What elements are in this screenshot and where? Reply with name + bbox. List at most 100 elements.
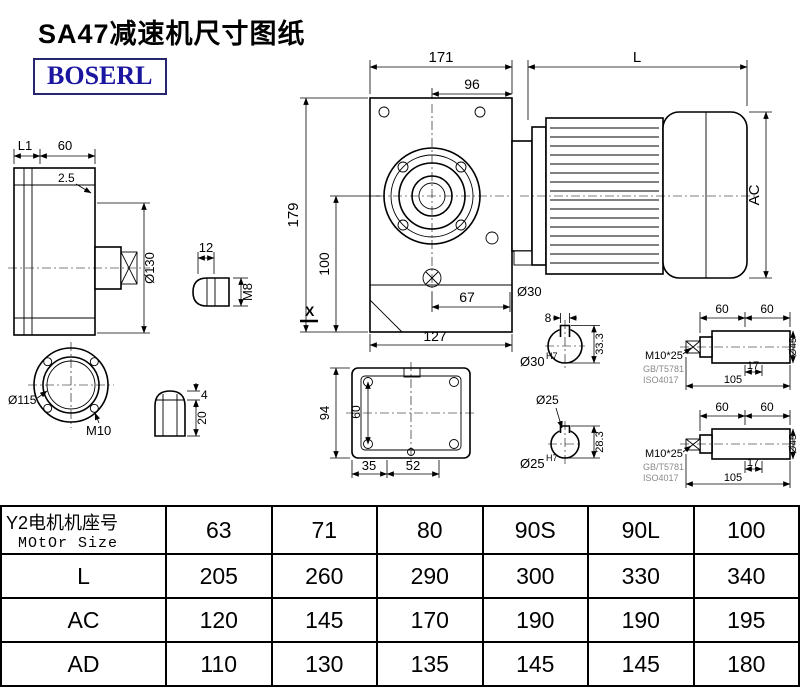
L-value: 205 (165, 553, 273, 599)
dim-127: 127 (423, 328, 447, 344)
dim-60-bottom: 60 (349, 405, 363, 419)
dim-diameter-45-lower: Ø45 (788, 434, 799, 453)
dim-105-lower: 105 (724, 472, 742, 484)
gearbox-side-view (8, 167, 150, 336)
dim-94: 94 (317, 406, 332, 420)
size-90L: 90L (587, 505, 695, 555)
dim-52: 52 (406, 458, 420, 473)
dim-diameter-115: Ø115 (8, 393, 37, 407)
table-row-AD: AD 110 130 135 145 145 180 (0, 641, 800, 687)
dim-100: 100 (316, 252, 332, 276)
shaft-25-label: Ø25 (536, 393, 559, 407)
L-value: 260 (270, 553, 378, 599)
AC-value: 145 (270, 597, 378, 643)
size-71: 71 (270, 505, 378, 555)
shaft-detail-lower: 60 60 M10*25 GB/T5781 ISO4017 17 105 Ø45 (643, 400, 799, 488)
dim-M10: M10 (86, 423, 111, 438)
size-90S: 90S (481, 505, 589, 555)
standard-iso-lower: ISO4017 (643, 473, 679, 483)
dim-60-side: 60 (58, 138, 72, 153)
dim-L1: L1 (18, 138, 32, 153)
dim-171: 171 (428, 49, 453, 66)
motor-size-label-cn: Y2电机机座号 (6, 512, 119, 533)
dim-67: 67 (459, 289, 475, 305)
bore-30-tolerance: H7 (546, 351, 558, 361)
AD-value: 110 (165, 641, 273, 687)
L-value: 290 (376, 553, 484, 599)
dim-17: 17 (747, 360, 759, 372)
hollow-shaft-25-section: Ø25 28.3 Ø25 H7 (520, 393, 606, 471)
dim-179: 179 (285, 202, 302, 227)
dim-8: 8 (545, 311, 552, 325)
dim-105: 105 (724, 374, 742, 386)
dim-60-c: 60 (715, 400, 729, 414)
dim-17-lower: 17 (747, 457, 759, 469)
motor-cooling-fins (550, 127, 659, 264)
dim-12: 12 (199, 240, 213, 255)
dim-96: 96 (464, 76, 480, 92)
row-label-AD: AD (0, 641, 167, 687)
shaft-detail-upper: 60 60 M10*25 GB/T5781 ISO4017 17 105 Ø45 (643, 302, 799, 390)
size-80: 80 (376, 505, 484, 555)
dim-4: 4 (201, 388, 208, 402)
dim-diameter-130: Ø130 (142, 252, 157, 284)
size-63: 63 (165, 505, 273, 555)
standard-gb: GB/T5781 (643, 364, 684, 374)
AD-value: 180 (692, 641, 800, 687)
motor-dimension-table: Y2电机机座号 MOtOr Size 63 71 80 90S 90L 100 … (0, 505, 800, 687)
row-label-AC: AC (0, 597, 167, 643)
page-title: SA47减速机尺寸图纸 (38, 19, 306, 49)
L-value: 300 (481, 553, 589, 599)
table-row-sizes: Y2电机机座号 MOtOr Size 63 71 80 90S 90L 100 (0, 505, 800, 555)
key-detail: 12 M8 (192, 240, 255, 307)
AC-value: 195 (692, 597, 800, 643)
L-value: 340 (692, 553, 800, 599)
output-flange-view: Ø115 M10 (8, 342, 114, 438)
dim-60-b: 60 (760, 302, 774, 316)
bottom-view-dimensions: 94 60 35 52 (317, 367, 440, 478)
AC-value: 120 (165, 597, 273, 643)
dim-AC: AC (746, 184, 763, 205)
motor-side-view (485, 111, 756, 279)
AC-value: 190 (481, 597, 589, 643)
dim-2_5: 2.5 (58, 171, 75, 185)
motor-size-label-en: MOtOr Size (18, 534, 119, 552)
screw-spec: M10*25 (645, 350, 683, 362)
dim-35: 35 (362, 458, 376, 473)
bore-25-label: Ø25 (520, 456, 545, 471)
dim-L: L (633, 49, 641, 66)
dim-28_3: 28.3 (594, 431, 606, 452)
bore-25-tolerance: H7 (546, 453, 558, 463)
brand-logo: BOSERL (33, 58, 167, 95)
table-row-L: L 205 260 290 300 330 340 (0, 553, 800, 599)
section-mark-x: X (305, 303, 315, 319)
AC-value: 190 (587, 597, 695, 643)
L-value: 330 (587, 553, 695, 599)
AD-value: 135 (376, 641, 484, 687)
standard-gb-lower: GB/T5781 (643, 462, 684, 472)
dim-20: 20 (195, 411, 209, 425)
dim-diameter-30: Ø30 (517, 284, 542, 299)
screw-spec-lower: M10*25 (645, 448, 683, 460)
row-label-L: L (0, 553, 167, 599)
dim-60-d: 60 (760, 400, 774, 414)
dim-60-a: 60 (715, 302, 729, 316)
plug-detail: 4 20 (154, 383, 209, 437)
hollow-shaft-30-section: 8 33.3 Ø30 H7 (520, 311, 606, 369)
dim-33_3: 33.3 (594, 333, 606, 354)
AC-value: 170 (376, 597, 484, 643)
front-view-dimensions: 171 96 L 179 100 67 Ø30 127 X (285, 49, 772, 352)
technical-drawing: 171 96 L 179 100 67 Ø30 127 X (8, 49, 799, 488)
bore-30-label: Ø30 (520, 354, 545, 369)
gearbox-bottom-view (346, 362, 476, 464)
AD-value: 145 (587, 641, 695, 687)
dim-M8: M8 (240, 283, 255, 301)
AD-value: 130 (270, 641, 378, 687)
dim-diameter-45: Ø45 (788, 337, 799, 356)
standard-iso: ISO4017 (643, 375, 679, 385)
side-view-dimensions: L1 60 2.5 Ø130 (13, 138, 157, 334)
table-row-AC: AC 120 145 170 190 190 195 (0, 597, 800, 643)
motor-size-header: Y2电机机座号 MOtOr Size (0, 505, 167, 555)
size-100: 100 (692, 505, 800, 555)
